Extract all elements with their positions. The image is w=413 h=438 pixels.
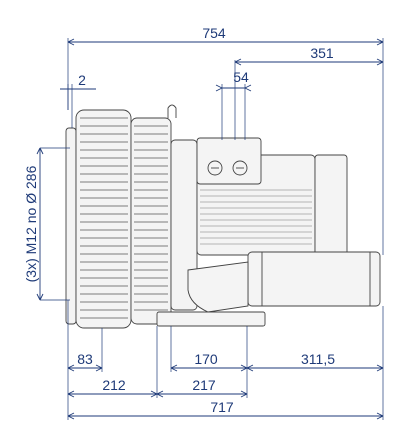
dim-base-width: 170	[194, 351, 218, 367]
dim-outlet-length: 311,5	[301, 351, 335, 367]
dimension-labels: 754 351 54 2 (3x) M12 no Ø 286 83 170 31…	[23, 25, 335, 415]
motor-fins	[200, 189, 312, 245]
blower-assembly	[65, 104, 381, 329]
dim-flange-gap: 2	[78, 72, 86, 88]
dim-base-span: 217	[192, 377, 216, 393]
dim-left-base: 83	[77, 351, 93, 367]
dim-overall-bottom: 717	[210, 399, 234, 415]
dim-overall-top: 754	[202, 25, 226, 41]
dim-motor-offset: 351	[310, 45, 334, 61]
thread-note: (3x) M12 no Ø 286	[23, 165, 39, 282]
dimension-lines	[36, 38, 384, 420]
dim-left-to-base: 212	[102, 377, 126, 393]
cooling-fins-left	[80, 117, 128, 319]
dim-terminal-box: 54	[233, 69, 249, 85]
cooling-fins-right	[134, 125, 168, 311]
